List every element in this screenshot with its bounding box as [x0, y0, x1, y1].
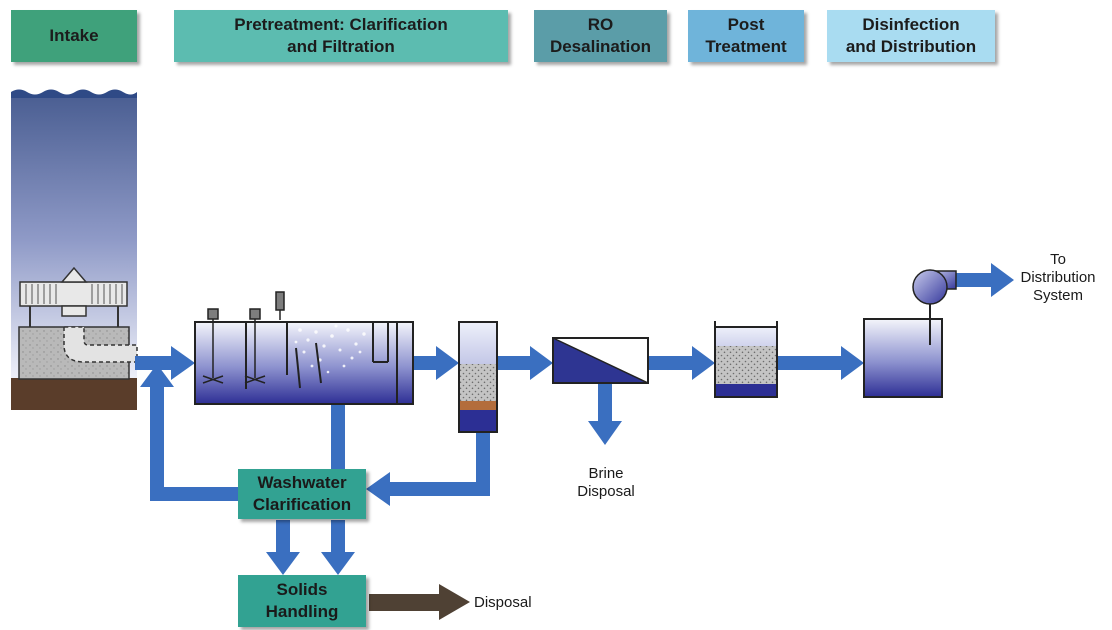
flow-brine: [598, 383, 612, 423]
mixer-left: [202, 308, 224, 384]
solids-handling-label: Solids Handling: [265, 580, 339, 621]
intake-structure: [11, 266, 138, 410]
flow-intake-to-clarifier: [135, 356, 173, 370]
clarifier-basin: [194, 291, 414, 405]
flow-clarifier-to-washwater: [331, 404, 345, 469]
stage-ro-label: RO Desalination: [549, 15, 652, 56]
stage-disinfection-label: Disinfection and Distribution: [845, 15, 977, 56]
stage-intake-label: Intake: [49, 26, 99, 45]
flow-washwater-to-solids-2: [331, 520, 345, 554]
stage-intake-header: Intake: [11, 10, 137, 62]
mixer-right: [244, 308, 266, 384]
post-treatment-tank: [714, 321, 778, 398]
flow-filter-to-washwater: [476, 431, 490, 496]
clearwell-tank: [863, 303, 943, 398]
flow-ro-to-post: [648, 356, 694, 370]
distribution-pump: [912, 269, 957, 305]
stage-disinfection-header: Disinfection and Distribution: [827, 10, 995, 62]
stage-ro-header: RO Desalination: [534, 10, 667, 62]
stage-post-treatment-header: Post Treatment: [688, 10, 804, 62]
flow-post-to-disinfection: [777, 356, 843, 370]
flow-clarifier-to-filter: [412, 356, 438, 370]
disposal-label: Disposal: [474, 594, 532, 611]
ro-membrane: [552, 337, 649, 384]
stage-pretreatment-header: Pretreatment: Clarification and Filtrati…: [174, 10, 508, 62]
brine-disposal-label: Brine Disposal: [577, 465, 635, 500]
flow-to-distribution: [953, 273, 993, 287]
stage-post-treatment-label: Post Treatment: [705, 15, 787, 56]
media-filter: [458, 321, 498, 433]
washwater-clarification-label: Washwater Clarification: [252, 473, 352, 514]
flow-arrows: [135, 263, 1014, 575]
solids-disposal-arrow: [369, 584, 470, 620]
flow-intake-to-clarifier-head: [171, 346, 195, 380]
solids-handling-box: Solids Handling: [238, 575, 366, 627]
stage-pretreatment-label: Pretreatment: Clarification and Filtrati…: [234, 15, 448, 56]
washwater-clarification-box: Washwater Clarification: [238, 469, 366, 519]
flow-washwater-recycle: [150, 487, 240, 501]
flow-washwater-to-solids-1: [276, 520, 290, 554]
to-distribution-label: To Distribution System: [1020, 251, 1096, 304]
chemical-feed: [275, 291, 285, 320]
flow-filter-to-ro: [496, 356, 532, 370]
